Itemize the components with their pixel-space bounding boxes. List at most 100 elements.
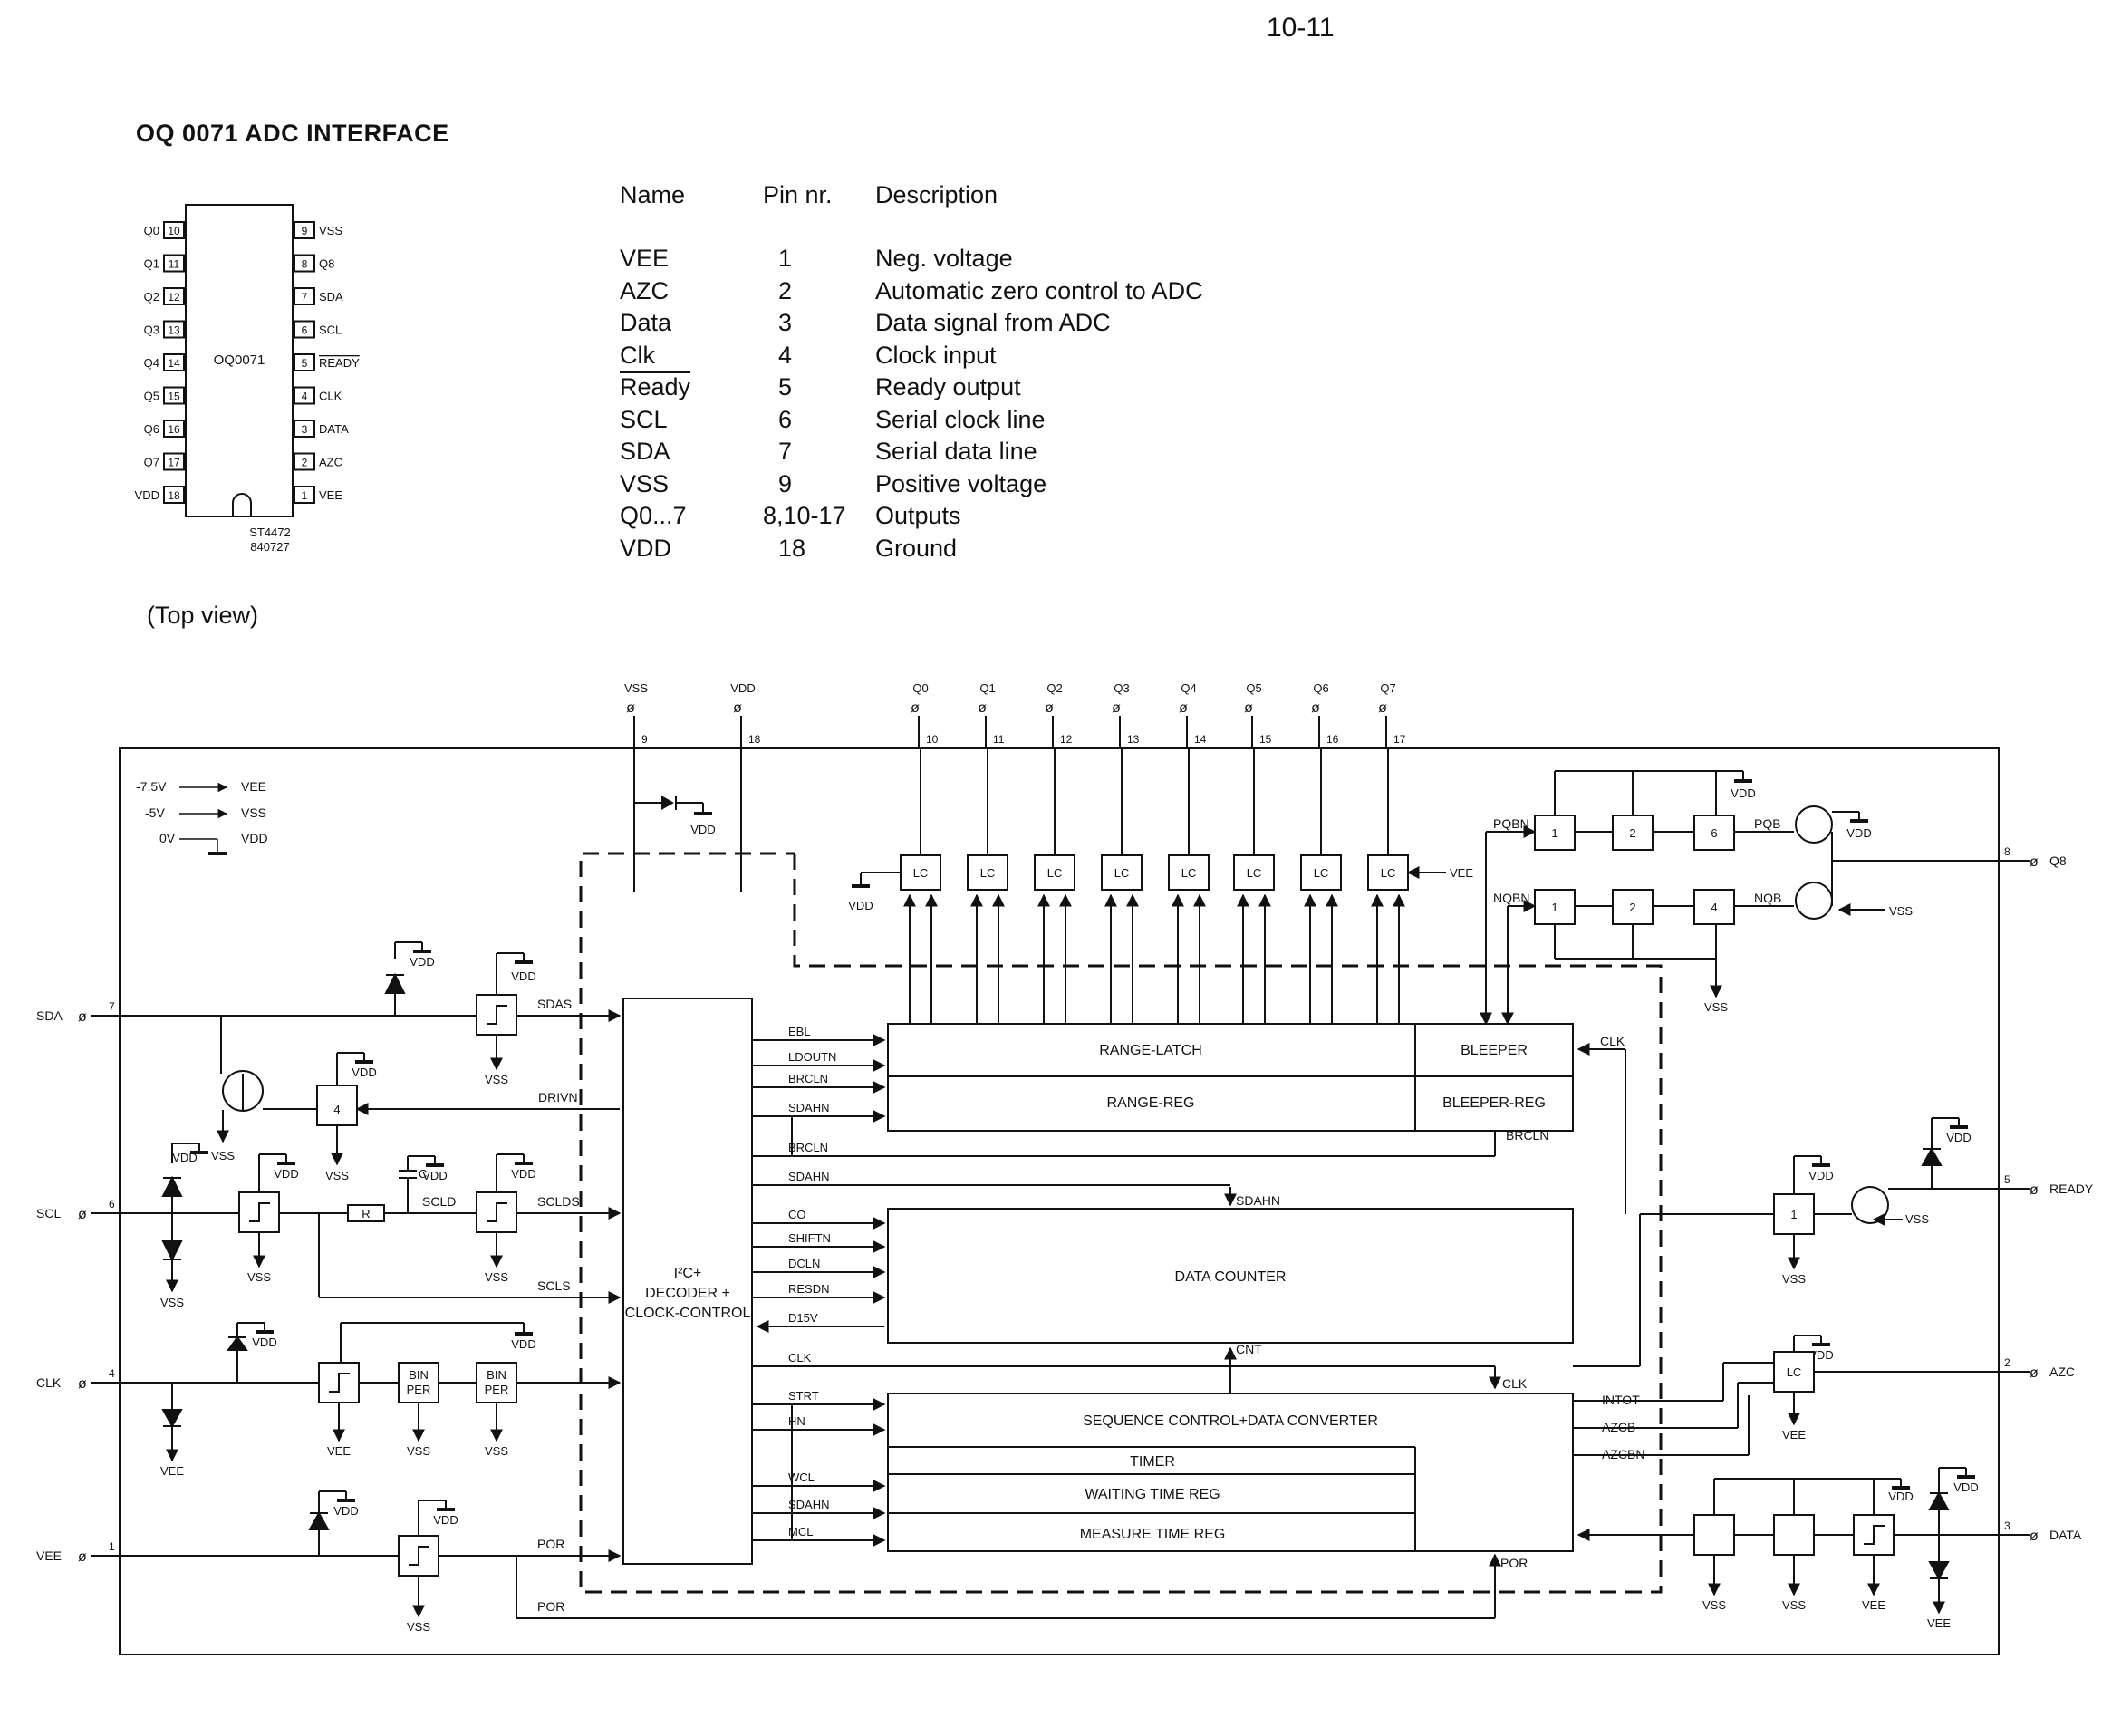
chip-pin-box — [294, 420, 315, 438]
rail-label: VDD — [410, 955, 434, 969]
counter-2b: 2 — [1629, 901, 1635, 914]
chip-pin-box — [163, 254, 185, 273]
decoder-signals: EBLLDOUTNBRCLNSDAHNBRCLNSDAHNCOSHIFTNDCL… — [752, 1025, 1495, 1547]
chip-pin-label: VSS — [319, 224, 342, 237]
signal-sdas: SDAS — [537, 997, 572, 1011]
chip-pin-box — [163, 287, 185, 305]
chip-pin-number: 11 — [169, 258, 180, 271]
pin-number: 4 — [778, 341, 793, 369]
bleeper-reg-label: BLEEPER-REG — [1442, 1095, 1546, 1111]
i2c-decoder-block — [622, 998, 753, 1565]
rail-label: VDD — [511, 1167, 535, 1181]
header-description: Description — [875, 181, 998, 208]
top-pin-number: 18 — [748, 733, 761, 746]
chip-pin-number: 17 — [168, 457, 180, 469]
rail-label: VSS — [485, 1444, 508, 1458]
right-pin-terminal: ø — [2030, 1182, 2039, 1198]
left-pin-number: 1 — [109, 1540, 115, 1553]
chip-pin-label: Q8 — [319, 257, 334, 271]
rail-label: VSS — [407, 1444, 430, 1458]
top-pin-terminal: ø — [1311, 700, 1320, 716]
decoder-signal-label: SDAHN — [788, 1170, 830, 1183]
signal-brcln-b: BRCLN — [1506, 1128, 1548, 1143]
pin-description: Automatic zero control to ADC — [875, 276, 1203, 304]
decoder-signal-label: SDAHN — [788, 1101, 830, 1114]
decoder-label-1: I²C+ — [674, 1266, 702, 1281]
chip-pin-number: 9 — [302, 225, 308, 237]
signal-drivn: DRIVN — [538, 1090, 578, 1104]
measure-label: MEASURE TIME REG — [1080, 1527, 1226, 1542]
input-stages — [120, 941, 1501, 1619]
legend-rail: VSS — [241, 805, 266, 820]
pin-number: 5 — [778, 373, 793, 400]
top-pin-number: 14 — [1194, 733, 1207, 746]
chip-pin-box — [294, 320, 315, 339]
pin-description: Positive voltage — [875, 469, 1047, 497]
legend-volt: 0V — [159, 831, 176, 845]
rail-label: VDD — [172, 1151, 197, 1164]
chip-pin-number: 12 — [168, 291, 180, 304]
left-pin-number: 6 — [109, 1198, 115, 1210]
right-output-stages — [792, 1043, 1999, 1615]
rail-label: VEE — [1927, 1616, 1951, 1630]
top-pin-label: VSS — [624, 681, 648, 695]
rail-label: VDD — [274, 1167, 298, 1181]
legend-rail: VDD — [241, 831, 268, 845]
chip-pin-number: 7 — [302, 291, 308, 304]
signal-nqb: NQB — [1754, 891, 1781, 905]
counter-1: 1 — [1551, 826, 1557, 840]
counter-1b: 1 — [1551, 901, 1557, 914]
left-pin-terminal: ø — [78, 1376, 87, 1392]
pin-description: Serial data line — [875, 438, 1037, 465]
decoder-signal-label: WCL — [788, 1471, 815, 1484]
ready-buffer-label: 1 — [1790, 1208, 1797, 1221]
lc-buffer — [1233, 854, 1275, 891]
pin-name: SDA — [620, 438, 670, 465]
rail-vdd: VDD — [690, 823, 715, 836]
right-pin-number: 2 — [2004, 1356, 2010, 1369]
pin-name: VEE — [620, 245, 670, 272]
rail-label: VDD — [1808, 1348, 1833, 1362]
rail-label: VDD — [333, 1504, 358, 1518]
signal-azcbn: AZCBN — [1602, 1447, 1644, 1461]
top-pin-label: Q3 — [1114, 681, 1129, 695]
rail-label: VSS — [1704, 1000, 1728, 1014]
lc-label: LC — [1314, 866, 1329, 880]
pin-description: Serial clock line — [875, 405, 1046, 433]
left-pin-label: SDA — [36, 1008, 63, 1023]
decoder-signal-label: D15V — [788, 1311, 818, 1325]
lc-label: LC — [913, 866, 929, 880]
chip-pin-box — [294, 486, 315, 504]
chip-code-2: 840727 — [250, 540, 289, 554]
signal-clk-bleeper: CLK — [1600, 1034, 1625, 1048]
chip-pin-box — [163, 452, 185, 471]
top-pin-label: Q5 — [1246, 681, 1261, 695]
chip-pin-box — [163, 353, 185, 371]
left-pin-terminal: ø — [78, 1549, 87, 1565]
counter-4b: 4 — [1711, 901, 1717, 914]
signal-clk-seq: CLK — [1502, 1376, 1528, 1391]
signal-intot: INTOT — [1602, 1393, 1640, 1407]
top-pin-label: VDD — [730, 681, 755, 695]
left-pin-number: 7 — [109, 1000, 115, 1013]
top-pin-terminal: ø — [733, 700, 742, 716]
chip-pin-box — [294, 287, 315, 305]
legend-volt: -7,5V — [136, 779, 167, 794]
rail-label: VDD — [422, 1169, 447, 1182]
rail-label: VDD — [352, 1066, 376, 1079]
rail-label: VSS — [247, 1270, 271, 1284]
pin-name: VSS — [620, 469, 670, 497]
right-pin-terminal: ø — [2030, 1529, 2039, 1544]
chip-pin-label: SCL — [319, 323, 342, 337]
decoder-signal-label: BRCLN — [788, 1072, 828, 1085]
document-title: OQ 0071 ADC INTERFACE — [136, 120, 449, 147]
top-pin-terminal: ø — [911, 700, 920, 716]
lc-buffer — [1034, 854, 1075, 891]
signal-por-2: POR — [537, 1599, 564, 1614]
decoder-label-2: DECODER + — [645, 1286, 730, 1301]
resistor-label: R — [362, 1207, 370, 1220]
pin-description: Ready output — [875, 373, 1021, 400]
